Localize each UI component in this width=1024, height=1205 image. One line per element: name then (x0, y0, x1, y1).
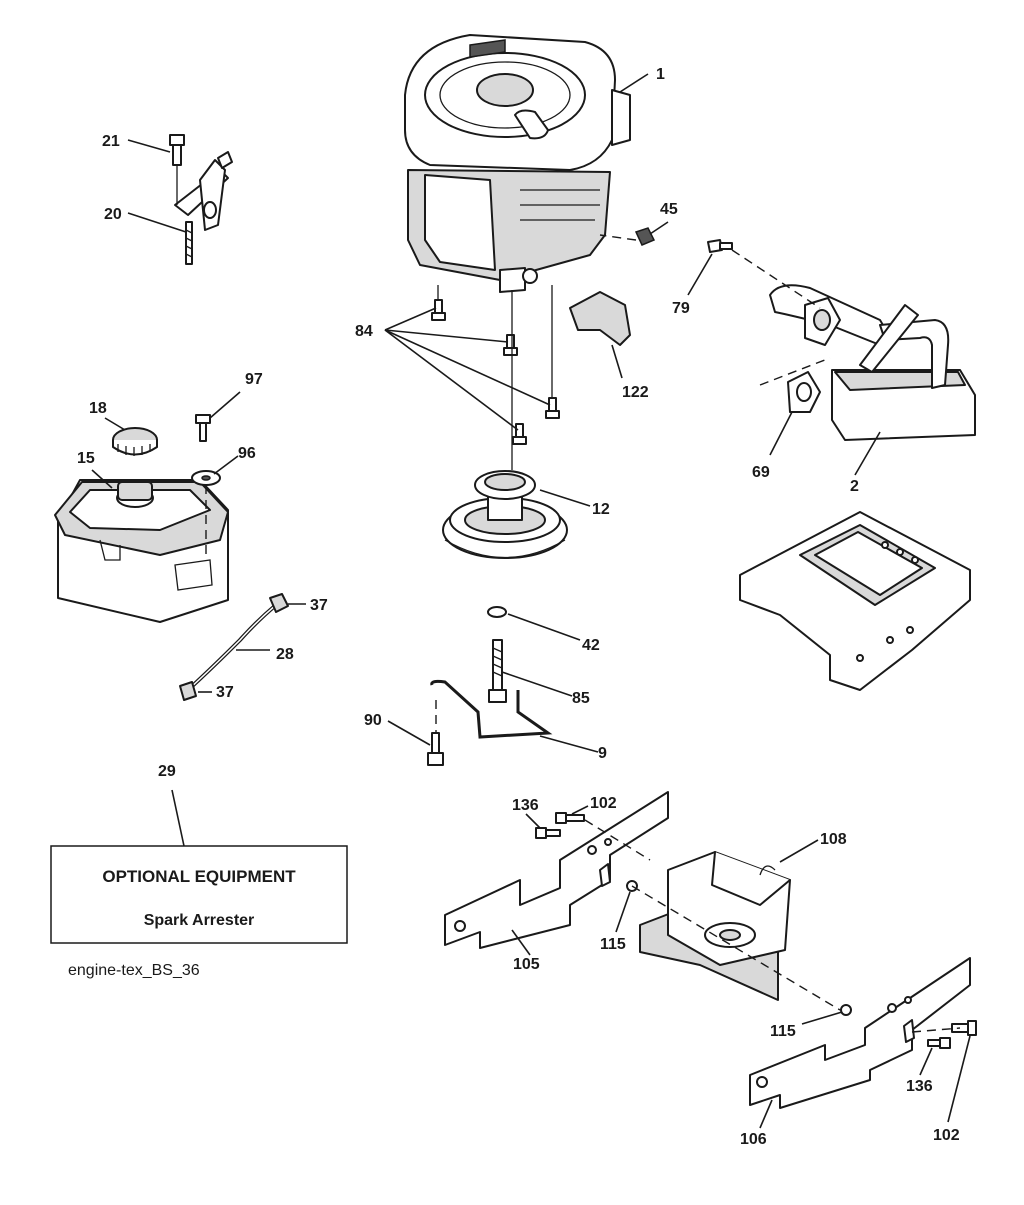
washer-42 (487, 606, 507, 618)
muffler-2 (769, 284, 976, 441)
callout-115-bottom: 115 (770, 1023, 796, 1040)
callout-9: 9 (598, 745, 607, 762)
callout-106: 106 (740, 1131, 767, 1148)
callout-21: 21 (102, 133, 120, 150)
clamp-37-bottom (179, 681, 197, 701)
frame-bracket (739, 511, 971, 691)
engine-part (404, 34, 631, 293)
clip-115-bottom (903, 1019, 915, 1043)
rod-9 (430, 679, 553, 739)
optional-equipment-title: OPTIONAL EQUIPMENT (102, 867, 296, 886)
callout-20: 20 (104, 206, 122, 223)
fuel-cap-18 (112, 427, 158, 456)
callout-90: 90 (364, 712, 382, 729)
callout-84: 84 (355, 323, 373, 340)
screw-21 (169, 134, 185, 166)
callout-42: 42 (582, 637, 600, 654)
bolt-79 (707, 239, 733, 253)
clip-115-top (599, 863, 611, 887)
bolts-84 (431, 299, 560, 445)
shield-108 (639, 851, 791, 1001)
screw-97 (195, 414, 211, 442)
callout-29: 29 (158, 763, 176, 780)
pulley-12 (442, 470, 568, 559)
callout-45: 45 (660, 201, 678, 218)
plate-105 (444, 791, 669, 949)
bolt-102-bottom (951, 1020, 977, 1036)
callout-15: 15 (77, 450, 95, 467)
callout-105: 105 (513, 956, 540, 973)
callout-1: 1 (656, 66, 665, 83)
callout-2: 2 (850, 478, 859, 495)
callout-108: 108 (820, 831, 847, 848)
callout-37-bottom: 37 (216, 684, 234, 701)
bolt-90 (427, 732, 444, 766)
callout-96: 96 (238, 445, 256, 462)
callout-136-bottom: 136 (906, 1078, 933, 1095)
callout-122: 122 (622, 384, 649, 401)
bolt-136-top (535, 827, 561, 839)
bolt-136-bottom (927, 1037, 951, 1049)
callout-18: 18 (89, 400, 107, 417)
fuel-tank-15 (54, 479, 229, 623)
callout-136-top: 136 (512, 797, 539, 814)
callout-102-top: 102 (590, 795, 617, 812)
bolt-85 (488, 639, 507, 703)
nut-45 (634, 227, 656, 246)
deflector-122 (569, 291, 631, 346)
clamp-37-top (269, 593, 289, 613)
throttle-control-20 (174, 151, 233, 265)
optional-equipment-box (50, 845, 348, 944)
callout-28: 28 (276, 646, 294, 663)
callout-102-bottom: 102 (933, 1127, 960, 1144)
bolt-102-top (555, 812, 585, 824)
callout-12: 12 (592, 501, 610, 518)
callout-69: 69 (752, 464, 770, 481)
callout-79: 79 (672, 300, 690, 317)
diagram-code: engine-tex_BS_36 (68, 962, 200, 979)
callout-97: 97 (245, 371, 263, 388)
callout-115-top: 115 (600, 936, 626, 953)
optional-equipment-subtitle: Spark Arrester (144, 912, 255, 929)
callout-37-top: 37 (310, 597, 328, 614)
callout-85: 85 (572, 690, 590, 707)
